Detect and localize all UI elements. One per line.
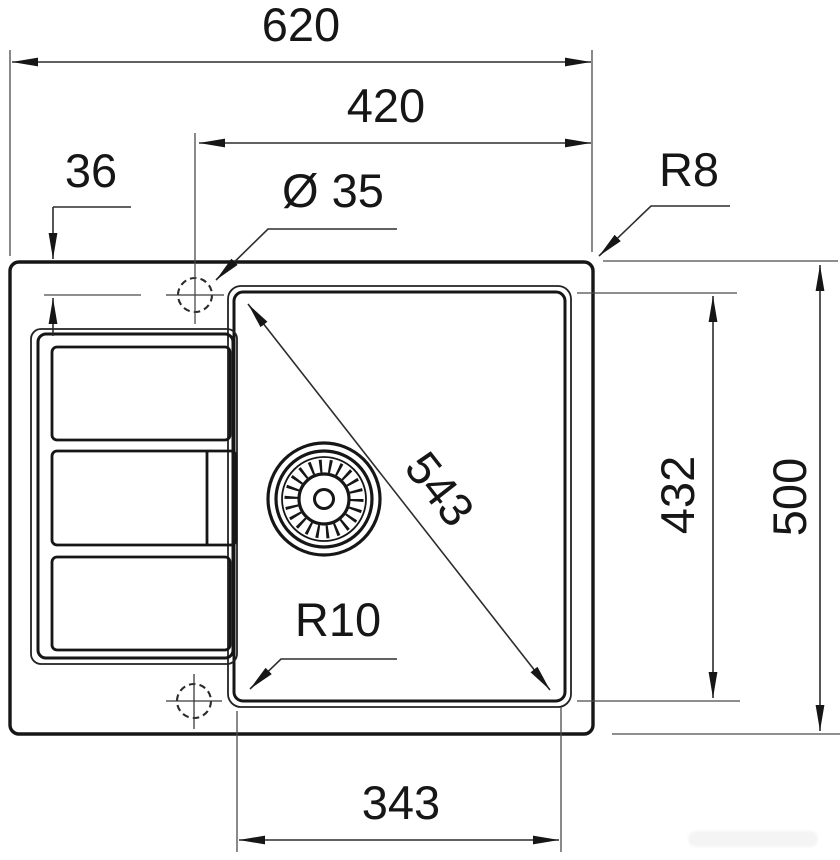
label-bowl-width: 343 [362,776,440,829]
leader-faucet-hole [215,228,397,281]
sink-outer-edge [8,260,595,736]
label-outer-corner-radius: R8 [659,143,719,196]
label-bowl-length: 432 [651,456,704,534]
label-hole-to-right-edge: 420 [347,79,425,132]
watermark-remnant [688,831,818,847]
drainboard-inner-edge [36,332,235,660]
label-overall-depth: 500 [763,458,816,536]
dimension-lines [12,57,825,845]
label-bowl-diagonal: 543 [395,442,485,536]
drainboard-groove-middle [50,449,238,547]
drain-inner-ring [297,472,351,526]
leader-r8 [598,205,730,257]
leader-r10 [249,658,397,690]
drain-strainer [266,441,382,557]
dim-line-543-diagonal [247,303,551,691]
bottom-mounting-hole [166,674,222,729]
label-faucet-hole-diameter: Ø 35 [282,164,384,217]
bowl-rim-outer-line [227,285,572,708]
sink-body-outline [8,260,595,736]
drainboard-groove-top [50,345,232,442]
label-bowl-corner-radius: R10 [295,593,381,646]
label-overall-width: 620 [262,0,340,51]
extension-lines [9,50,840,852]
drainboard [30,328,238,665]
drainboard-groove-bottom [50,555,232,652]
label-edge-to-hole-center: 36 [65,144,117,197]
